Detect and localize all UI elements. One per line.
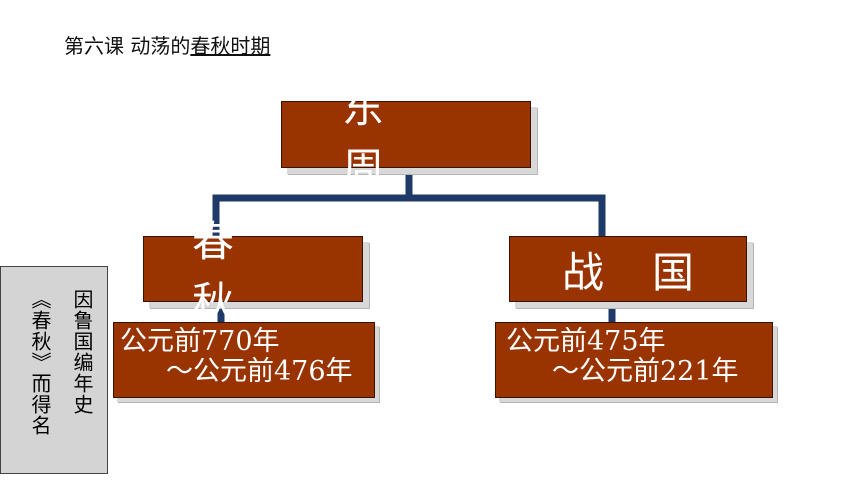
date-start: 公元前770年 bbox=[120, 326, 280, 357]
date-end: ～公元前476年 bbox=[166, 356, 353, 387]
side-note-line-1: 因鲁国编年史 bbox=[70, 289, 94, 415]
date-end: ～公元前221年 bbox=[552, 356, 739, 387]
lesson-title: 第六课 动荡的春秋时期 bbox=[64, 30, 270, 59]
date-box-spring-autumn: 公元前770年 ～公元前476年 bbox=[113, 322, 375, 398]
node-warring-states: 战国 bbox=[509, 236, 747, 302]
node-east-zhou: 东周 bbox=[281, 83, 531, 193]
lesson-topic: 春秋时期 bbox=[190, 34, 271, 58]
date-box-warring-states: 公元前475年 ～公元前221年 bbox=[495, 322, 773, 398]
node-spring-autumn: 春秋 bbox=[143, 217, 363, 327]
lesson-prefix: 第六课 动荡的 bbox=[64, 34, 191, 58]
side-note-line-2: 《春秋》而得名 bbox=[28, 289, 52, 436]
date-start: 公元前475年 bbox=[506, 326, 666, 357]
side-note: 因鲁国编年史 《春秋》而得名 bbox=[0, 266, 108, 474]
